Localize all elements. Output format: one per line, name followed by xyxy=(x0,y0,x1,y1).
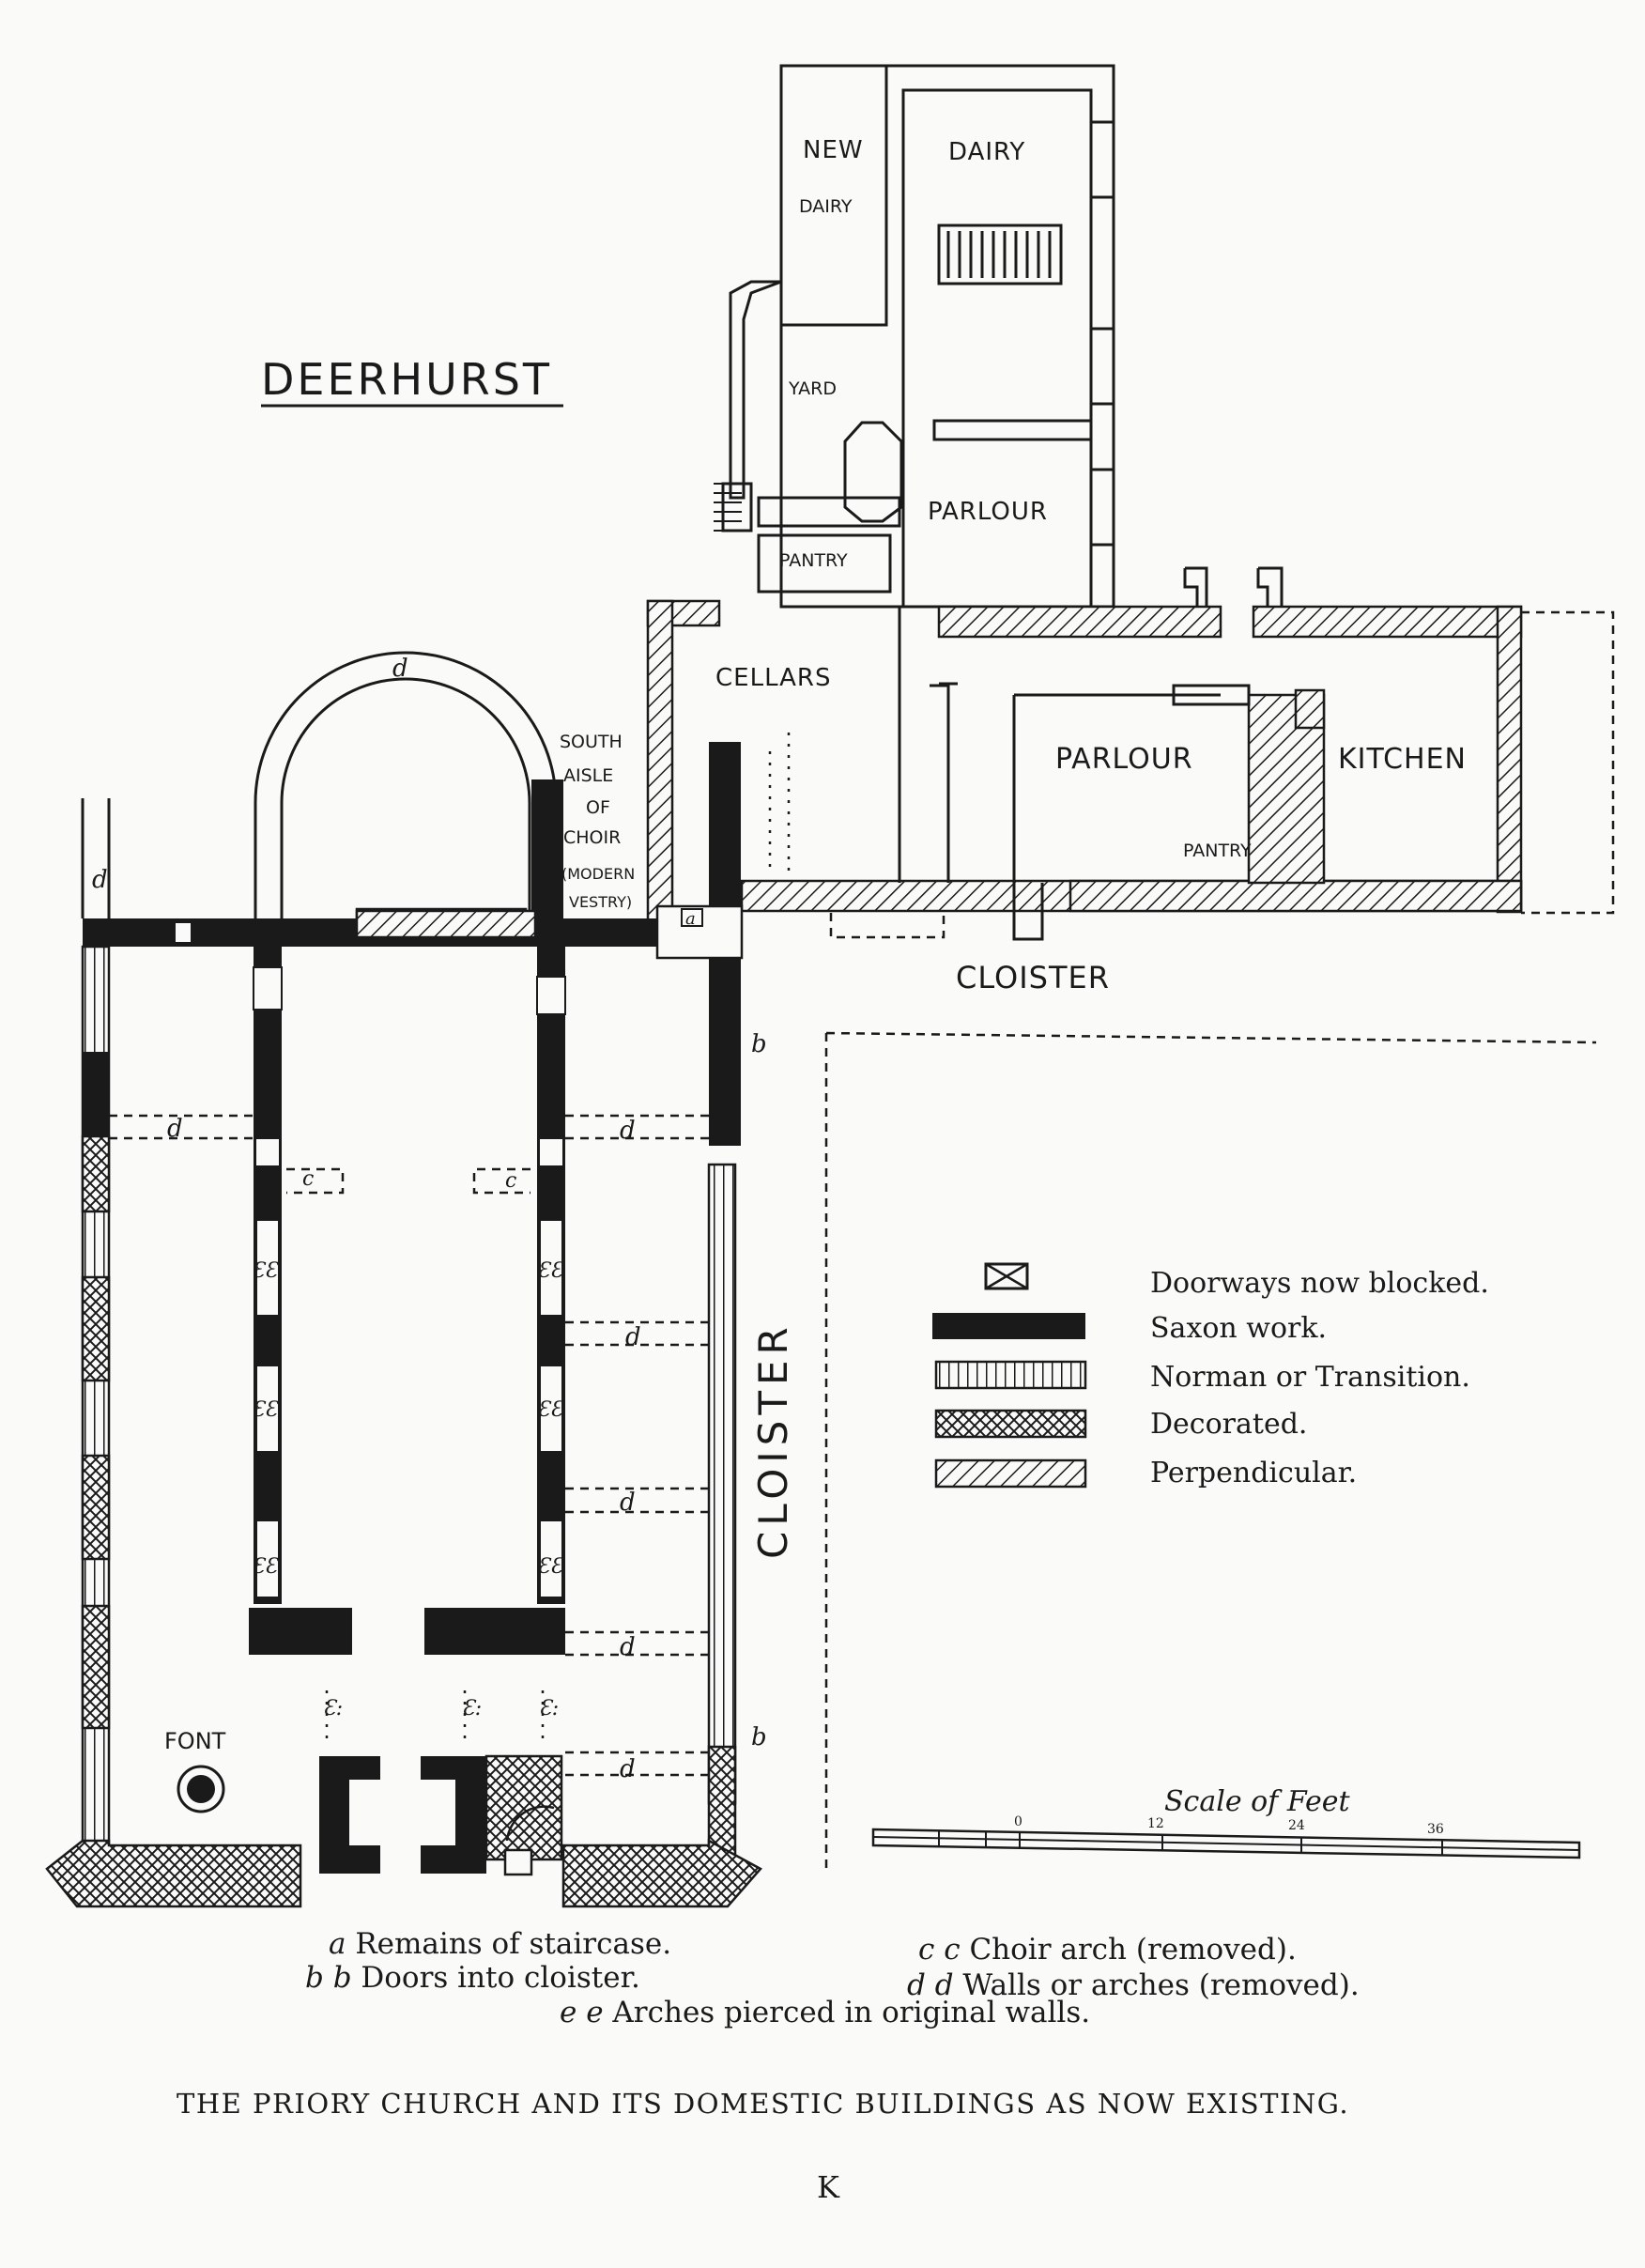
key-text: Doors into cloister. xyxy=(361,1961,639,1995)
south-aisle-line: VESTRY) xyxy=(569,893,632,911)
mark-d-west: d xyxy=(92,866,108,894)
mark-e-n1: ƐƐ xyxy=(252,1259,280,1283)
plan-title: DEERHURST xyxy=(261,354,552,405)
key-mark: c c xyxy=(918,1933,961,1967)
mark-d-aisle-4: d xyxy=(620,1633,636,1661)
key-text: Choir arch (removed). xyxy=(969,1933,1296,1967)
mark-e-w1: Ɛ: xyxy=(323,1697,343,1720)
mark-c-north: c xyxy=(302,1167,314,1191)
mark-e-n2: ƐƐ xyxy=(252,1398,280,1422)
south-aisle-line: (MODERN xyxy=(561,865,635,883)
kitchen-range-walls xyxy=(646,566,1615,941)
room-parlour-upper: PARLOUR xyxy=(928,498,1048,526)
mark-d-aisle-3: d xyxy=(620,1489,636,1517)
choir-apse xyxy=(254,651,563,944)
key-text: Walls or arches (removed). xyxy=(962,1968,1359,2002)
south-aisle-line: AISLE xyxy=(563,765,613,786)
legend: Doorways now blocked. Saxon work. Norman… xyxy=(932,1262,1489,1489)
scale-tick-12: 12 xyxy=(1147,1816,1164,1831)
mark-e-s2: ƐƐ xyxy=(537,1398,565,1422)
room-dairy: DAIRY xyxy=(948,138,1025,166)
key-c: c c Choir arch (removed). xyxy=(918,1933,1297,1967)
font-label: FONT xyxy=(164,1728,226,1754)
key-e: e e Arches pierced in original walls. xyxy=(560,1996,1090,2029)
scale-label: Scale of Feet xyxy=(1164,1785,1351,1818)
mark-d-aisle-1: d xyxy=(620,1117,636,1145)
room-pantry-upper: PANTRY xyxy=(779,550,848,571)
room-new-dairy-line2: DAIRY xyxy=(799,196,853,217)
room-yard: YARD xyxy=(788,378,837,399)
mark-d-nave-1: d xyxy=(167,1115,183,1143)
key-text: Arches pierced in original walls. xyxy=(611,1996,1090,2029)
room-pantry-lower: PANTRY xyxy=(1183,841,1252,861)
scale-tick-0: 0 xyxy=(1014,1814,1022,1829)
page-letter: K xyxy=(817,2169,840,2205)
cloister-label-vertical: CLOISTER xyxy=(750,1321,796,1559)
mark-b-lower: b xyxy=(751,1723,767,1751)
scale-tick-36: 36 xyxy=(1427,1822,1444,1837)
room-new-dairy-line1: NEW xyxy=(803,136,864,164)
key-mark: d d xyxy=(907,1968,954,2002)
scale-bar: Scale of Feet 0 12 24 36 xyxy=(871,1785,1581,1859)
key-a: a Remains of staircase. xyxy=(329,1927,671,1961)
room-kitchen: KITCHEN xyxy=(1338,743,1467,776)
south-aisle-line: OF xyxy=(586,797,610,818)
church-walls xyxy=(45,742,1597,1908)
room-cellars: CELLARS xyxy=(715,664,832,692)
key-mark: b b xyxy=(305,1961,352,1995)
cloister-label-horizontal: CLOISTER xyxy=(956,960,1110,995)
legend-saxon: Saxon work. xyxy=(1150,1312,1327,1345)
mark-e-s1: ƐƐ xyxy=(537,1259,565,1283)
legend-perpendicular: Perpendicular. xyxy=(1150,1457,1357,1489)
mark-c-south: c xyxy=(505,1169,516,1193)
key-b: b b Doors into cloister. xyxy=(305,1961,640,1995)
south-aisle-line: CHOIR xyxy=(563,827,621,848)
key-text: Remains of staircase. xyxy=(355,1927,671,1961)
plan-caption: THE PRIORY CHURCH AND ITS DOMESTIC BUILD… xyxy=(177,2088,1349,2120)
mark-e-n3: ƐƐ xyxy=(252,1555,280,1579)
mark-d-aisle-2: d xyxy=(625,1323,641,1351)
north-block-walls xyxy=(714,64,1115,609)
mark-d-apse: d xyxy=(392,655,408,683)
mark-d-aisle-5: d xyxy=(620,1755,636,1783)
key-mark: a xyxy=(329,1927,346,1961)
scale-tick-24: 24 xyxy=(1288,1818,1305,1833)
key-d: d d Walls or arches (removed). xyxy=(907,1968,1360,2002)
legend-decorated: Decorated. xyxy=(1150,1408,1307,1441)
room-parlour-lower: PARLOUR xyxy=(1055,743,1193,776)
legend-norman: Norman or Transition. xyxy=(1150,1361,1470,1394)
mark-e-w3: Ɛ: xyxy=(539,1697,559,1720)
key: a Remains of staircase. b b Doors into c… xyxy=(305,1927,1360,2029)
room-south-aisle: SOUTH AISLE OF CHOIR (MODERN VESTRY) xyxy=(560,732,635,911)
mark-e-w2: Ɛ: xyxy=(462,1697,482,1720)
mark-a: a xyxy=(685,909,696,929)
south-aisle-line: SOUTH xyxy=(560,732,623,752)
mark-e-s3: ƐƐ xyxy=(537,1555,565,1579)
legend-blocked: Doorways now blocked. xyxy=(1150,1267,1489,1300)
key-mark: e e xyxy=(560,1996,604,2029)
mark-b-upper: b xyxy=(751,1030,767,1058)
